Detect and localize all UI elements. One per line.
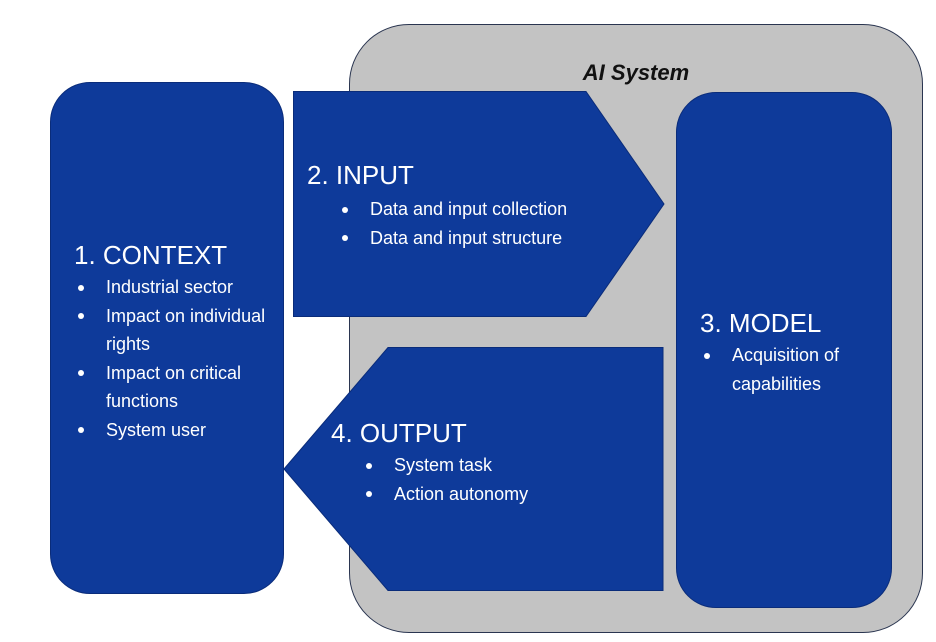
input-item: Data and input structure [340, 224, 640, 253]
input-title: 2. INPUT [307, 160, 414, 190]
input-list: Data and input collection Data and input… [340, 195, 640, 252]
context-item: System user [76, 416, 276, 445]
model-box [676, 92, 892, 608]
input-item: Data and input collection [340, 195, 640, 224]
model-list: Acquisition of capabilities [702, 341, 887, 398]
output-list: System task Action autonomy [364, 451, 644, 508]
context-box [50, 82, 284, 594]
context-list: Industrial sector Impact on individual r… [76, 273, 276, 444]
ai-system-title: AI System [582, 60, 690, 85]
model-title: 3. MODEL [700, 308, 822, 338]
context-item: Impact on critical functions [76, 359, 276, 416]
output-item: Action autonomy [364, 480, 644, 509]
output-arrow [283, 347, 664, 591]
model-item: Acquisition of capabilities [702, 341, 887, 398]
context-item: Impact on individual rights [76, 302, 276, 359]
context-title: 1. CONTEXT [74, 240, 228, 270]
input-arrow [293, 91, 665, 317]
context-item: Industrial sector [76, 273, 276, 302]
output-item: System task [364, 451, 644, 480]
output-title: 4. OUTPUT [331, 418, 467, 448]
